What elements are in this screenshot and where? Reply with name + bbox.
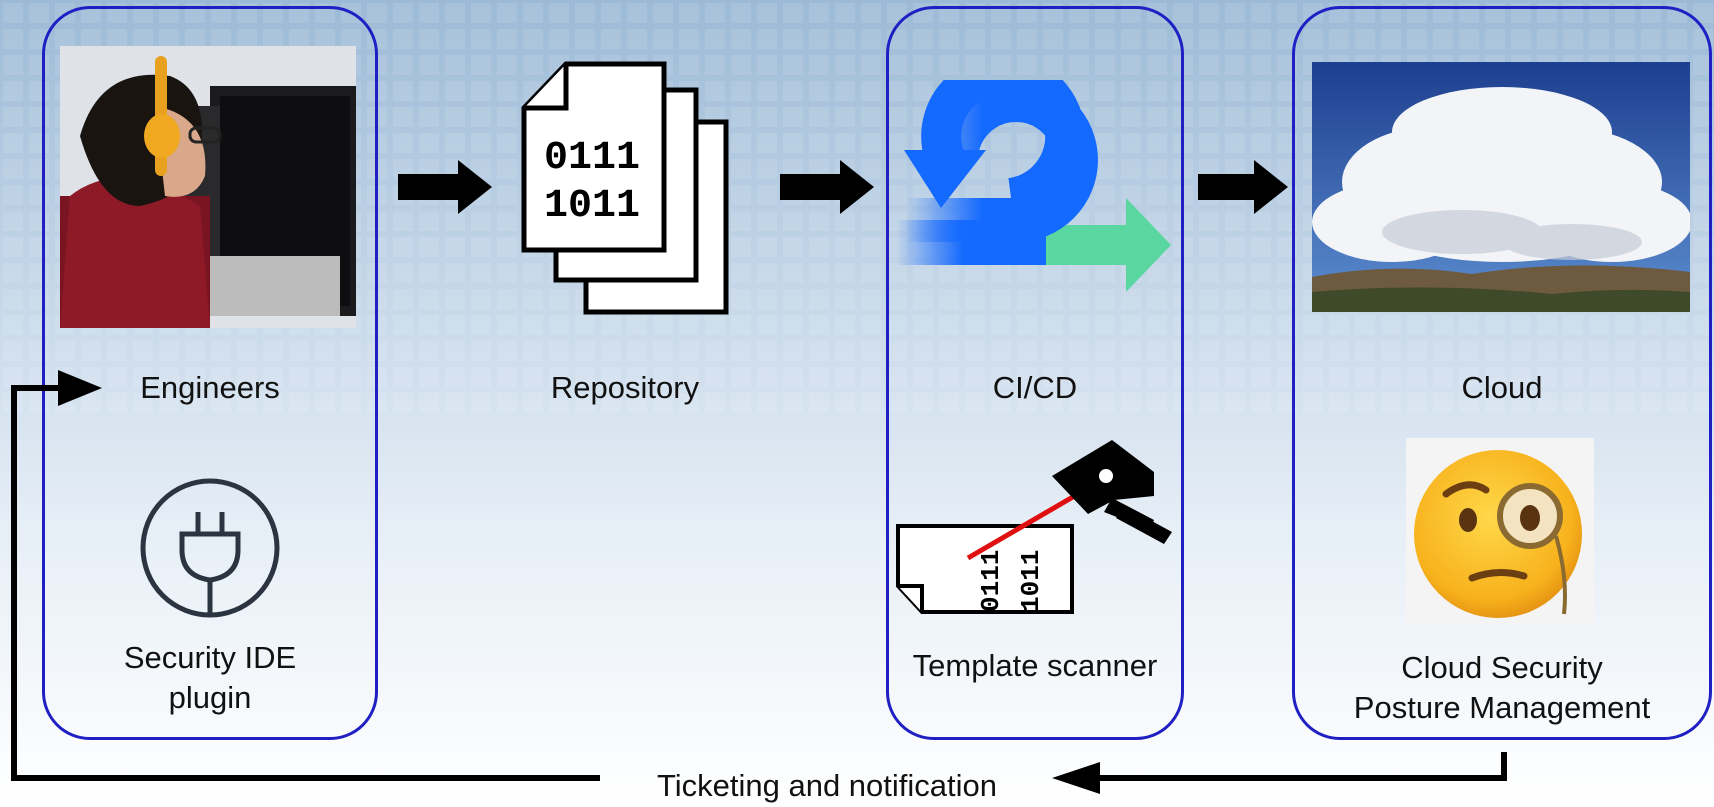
cicd-label: CI/CD — [992, 370, 1078, 405]
cloud-panel — [1292, 6, 1712, 740]
arrow-cicd-to-cloud — [1198, 160, 1288, 214]
engineers-panel — [42, 6, 378, 740]
arrow-engineers-to-repository — [398, 160, 492, 214]
cloud-label: Cloud — [1461, 370, 1543, 405]
feedback-loop-arrow — [11, 385, 1507, 781]
cicd-pipeline-icon — [896, 80, 1171, 292]
cicd-panel — [886, 6, 1184, 740]
face-with-monocle-icon — [1406, 438, 1594, 624]
cspm-label-line1: Cloud Security — [1401, 650, 1603, 685]
scanner-binary-col-1: 0111 — [976, 550, 1006, 612]
repository-binary-line-1: 0111 — [544, 136, 640, 181]
arrow-repository-to-cicd — [780, 160, 874, 214]
feedback-arrowhead-engineers — [58, 370, 102, 406]
feedback-arrowhead-left — [1052, 762, 1100, 794]
barcode-scanner-icon: 0111 1011 — [896, 440, 1172, 614]
cspm-label-line2: Posture Management — [1353, 690, 1651, 725]
ide-plugin-label-line1: Security IDE — [123, 640, 297, 675]
plug-icon — [140, 478, 280, 618]
repository-binary-line-2: 1011 — [544, 184, 640, 229]
cloud-photo — [1312, 62, 1690, 312]
feedback-loop-label: Ticketing and notification — [656, 768, 998, 803]
engineer-photo — [60, 46, 356, 328]
template-scanner-label: Template scanner — [912, 648, 1158, 683]
scanner-binary-col-2: 1011 — [1016, 550, 1046, 612]
ide-plugin-label-line2: plugin — [168, 680, 252, 715]
engineers-label: Engineers — [140, 370, 280, 405]
repository-label: Repository — [550, 370, 700, 405]
repository-document-icon: 0111 1011 — [521, 61, 729, 315]
